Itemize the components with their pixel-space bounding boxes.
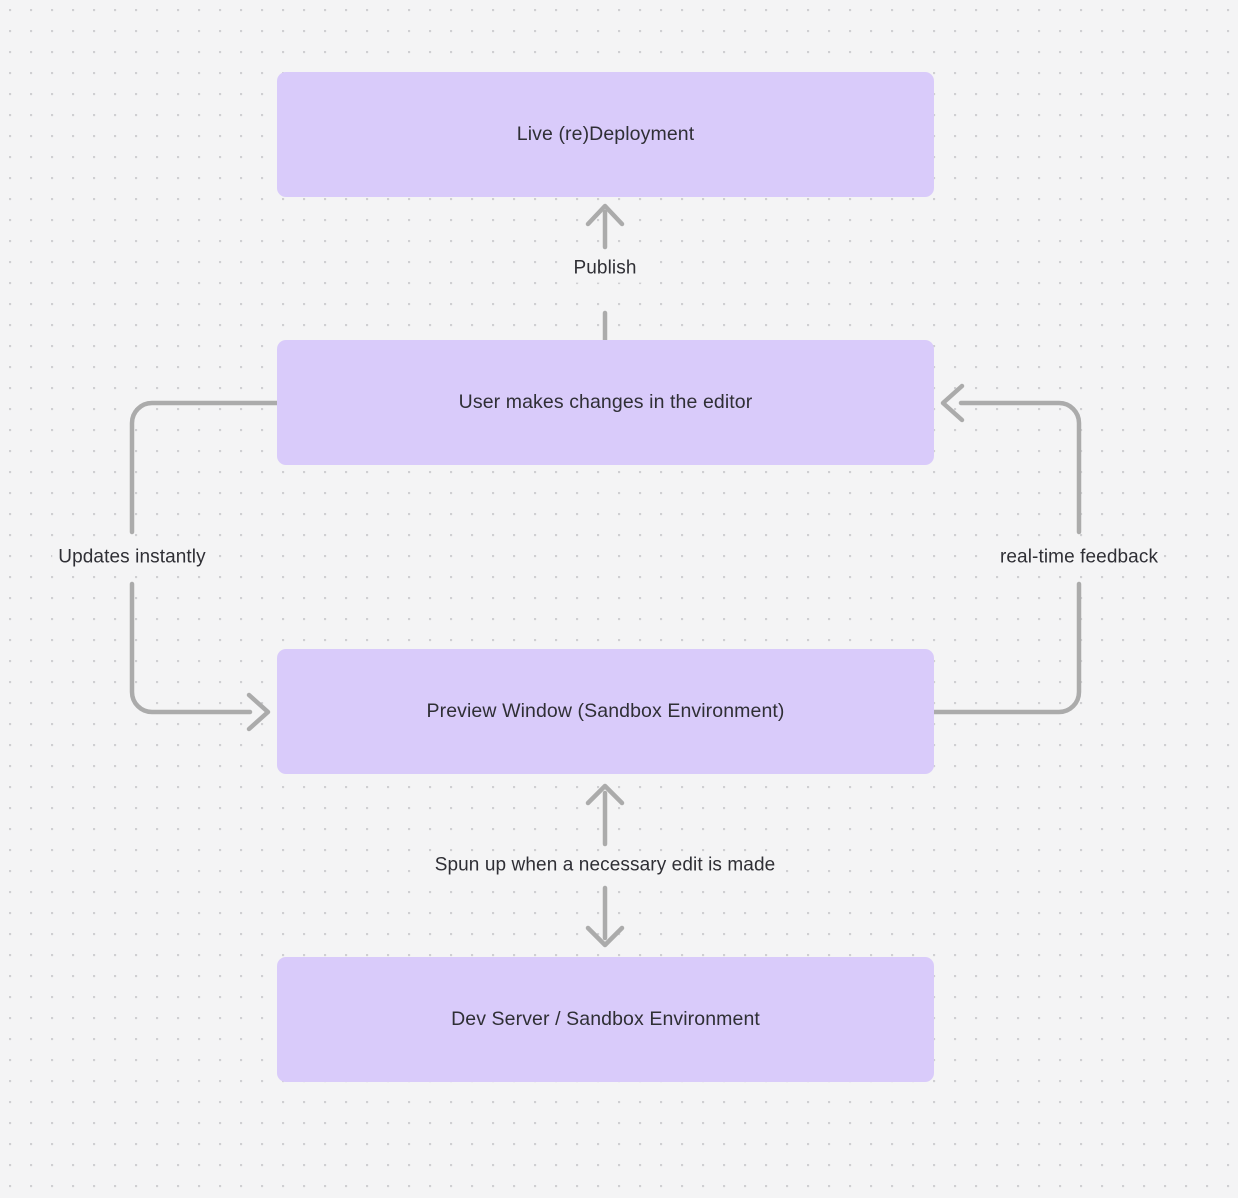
edge-spun-arrowhead-up [585, 783, 625, 806]
edge-updates-lower [129, 581, 253, 715]
edge-updates-arrowhead [246, 692, 271, 732]
node-dev-server-label: Dev Server / Sandbox Environment [451, 1008, 760, 1031]
edge-spun-arrowhead-down [585, 925, 625, 948]
node-preview-window-label: Preview Window (Sandbox Environment) [426, 700, 785, 723]
node-user-makes-changes-label: User makes changes in the editor [458, 391, 753, 414]
edge-publish-arrowhead [585, 203, 625, 227]
node-user-makes-changes[interactable]: User makes changes in the editor [277, 340, 934, 465]
node-preview-window[interactable]: Preview Window (Sandbox Environment) [277, 649, 934, 774]
edge-realtime-lower [931, 581, 1082, 715]
edge-label-realtime-feedback: real-time feedback [993, 544, 1165, 572]
edge-updates-upper [129, 400, 280, 535]
node-dev-server[interactable]: Dev Server / Sandbox Environment [277, 957, 934, 1082]
node-live-redeployment-label: Live (re)Deployment [516, 123, 695, 146]
edge-realtime-upper [958, 400, 1082, 535]
edge-label-publish: Publish [567, 255, 643, 283]
edge-label-spun-up: Spun up when a necessary edit is made [428, 852, 782, 880]
node-live-redeployment[interactable]: Live (re)Deployment [277, 72, 934, 197]
edge-realtime-arrowhead [940, 383, 965, 423]
edge-label-updates-instantly: Updates instantly [52, 544, 212, 572]
